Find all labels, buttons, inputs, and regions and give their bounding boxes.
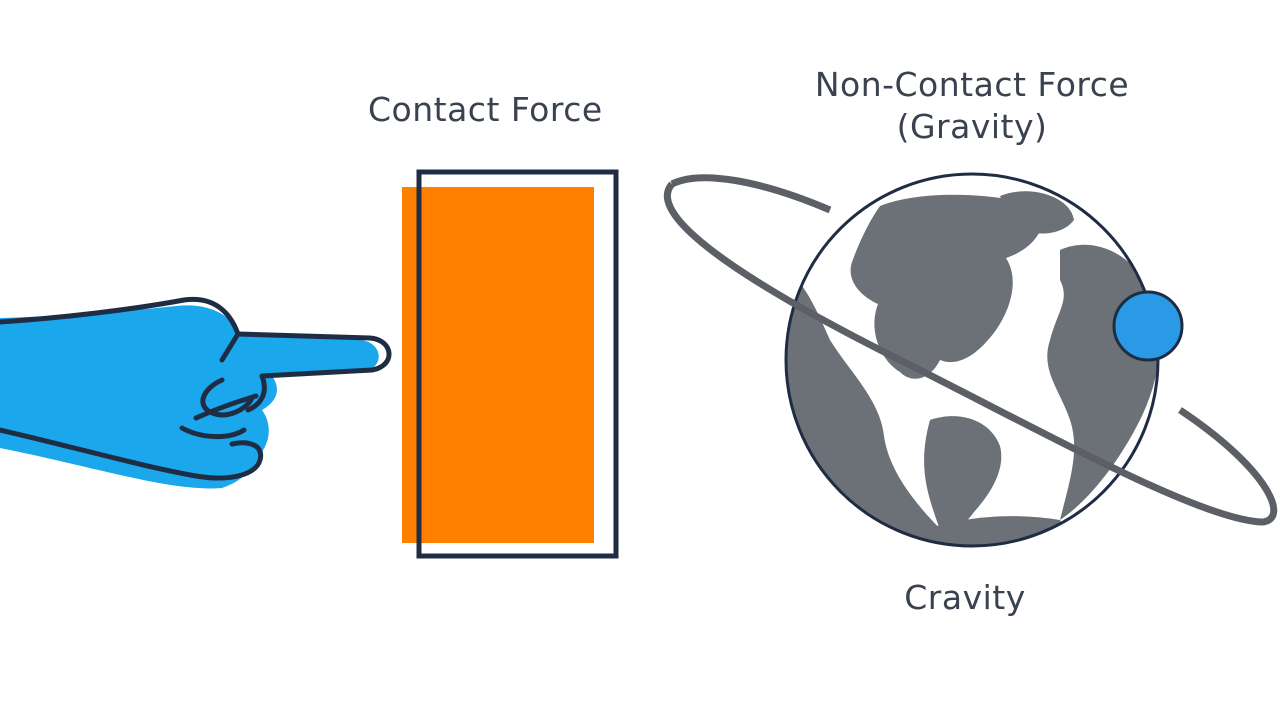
contact-force-title: Contact Force: [368, 90, 603, 129]
orbit-ring-back: [670, 174, 832, 214]
orbit-ring-icon: [663, 181, 1278, 526]
gravity-caption: Cravity: [904, 578, 1026, 617]
hand-fill: [0, 305, 379, 489]
non-contact-title-line1: Non-Contact Force: [814, 65, 1130, 104]
pushed-block: [402, 169, 619, 559]
hand-creases: [179, 377, 259, 440]
non-contact-force-title: Non-Contact Force (Gravity): [788, 64, 1156, 148]
earth-globe-icon: [663, 172, 1278, 548]
non-contact-title-line2: (Gravity): [896, 107, 1048, 146]
block-fill: [402, 187, 594, 543]
block-outline: [416, 169, 619, 559]
moon-icon: [1112, 290, 1184, 362]
pointing-hand-icon: [0, 296, 392, 489]
hand-outline: [0, 296, 392, 481]
